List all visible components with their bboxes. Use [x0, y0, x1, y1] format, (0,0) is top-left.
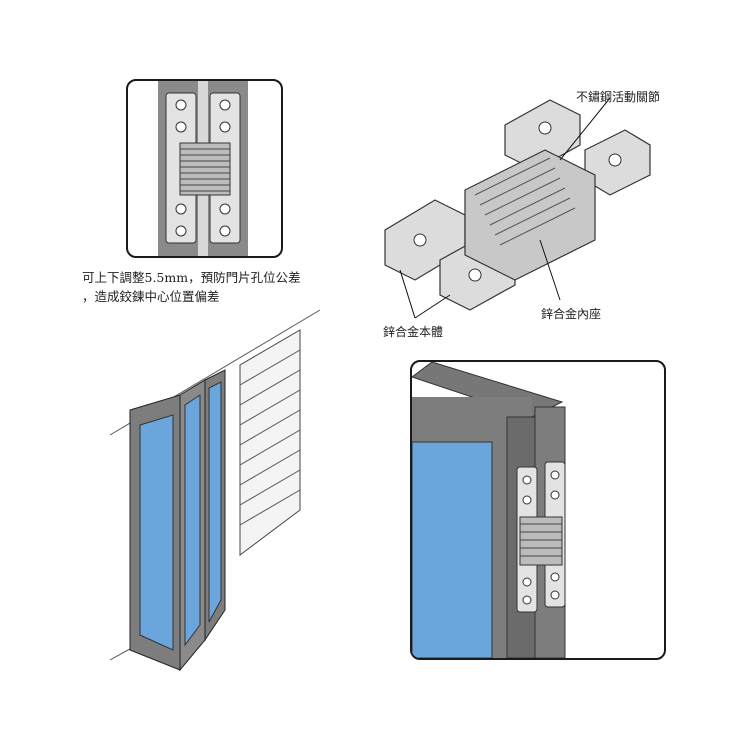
caption-line-2: ，造成鉸鍊中心位置偏差 [82, 289, 220, 304]
door-frame-hinge-panel [410, 360, 666, 660]
caption-line-1: 可上下調整5.5mm，預防門片孔位公差 [82, 270, 301, 285]
adjustment-caption: 可上下調整5.5mm，預防門片孔位公差 ，造成鉸鍊中心位置偏差 [82, 268, 301, 306]
folding-door-illustration [109, 309, 321, 672]
hinge-isometric-illustration [384, 97, 651, 319]
hinge-closeup-panel [126, 79, 283, 258]
callout-zinc-inner-seat: 鋅合金內座 [541, 307, 602, 321]
door-frame-hinge-illustration [412, 362, 566, 658]
callout-stainless-joint: 不鏽鋼活動關節 [576, 90, 661, 104]
hinge-closeup-illustration [158, 81, 248, 256]
callout-zinc-body: 鋅合金本體 [383, 325, 444, 339]
